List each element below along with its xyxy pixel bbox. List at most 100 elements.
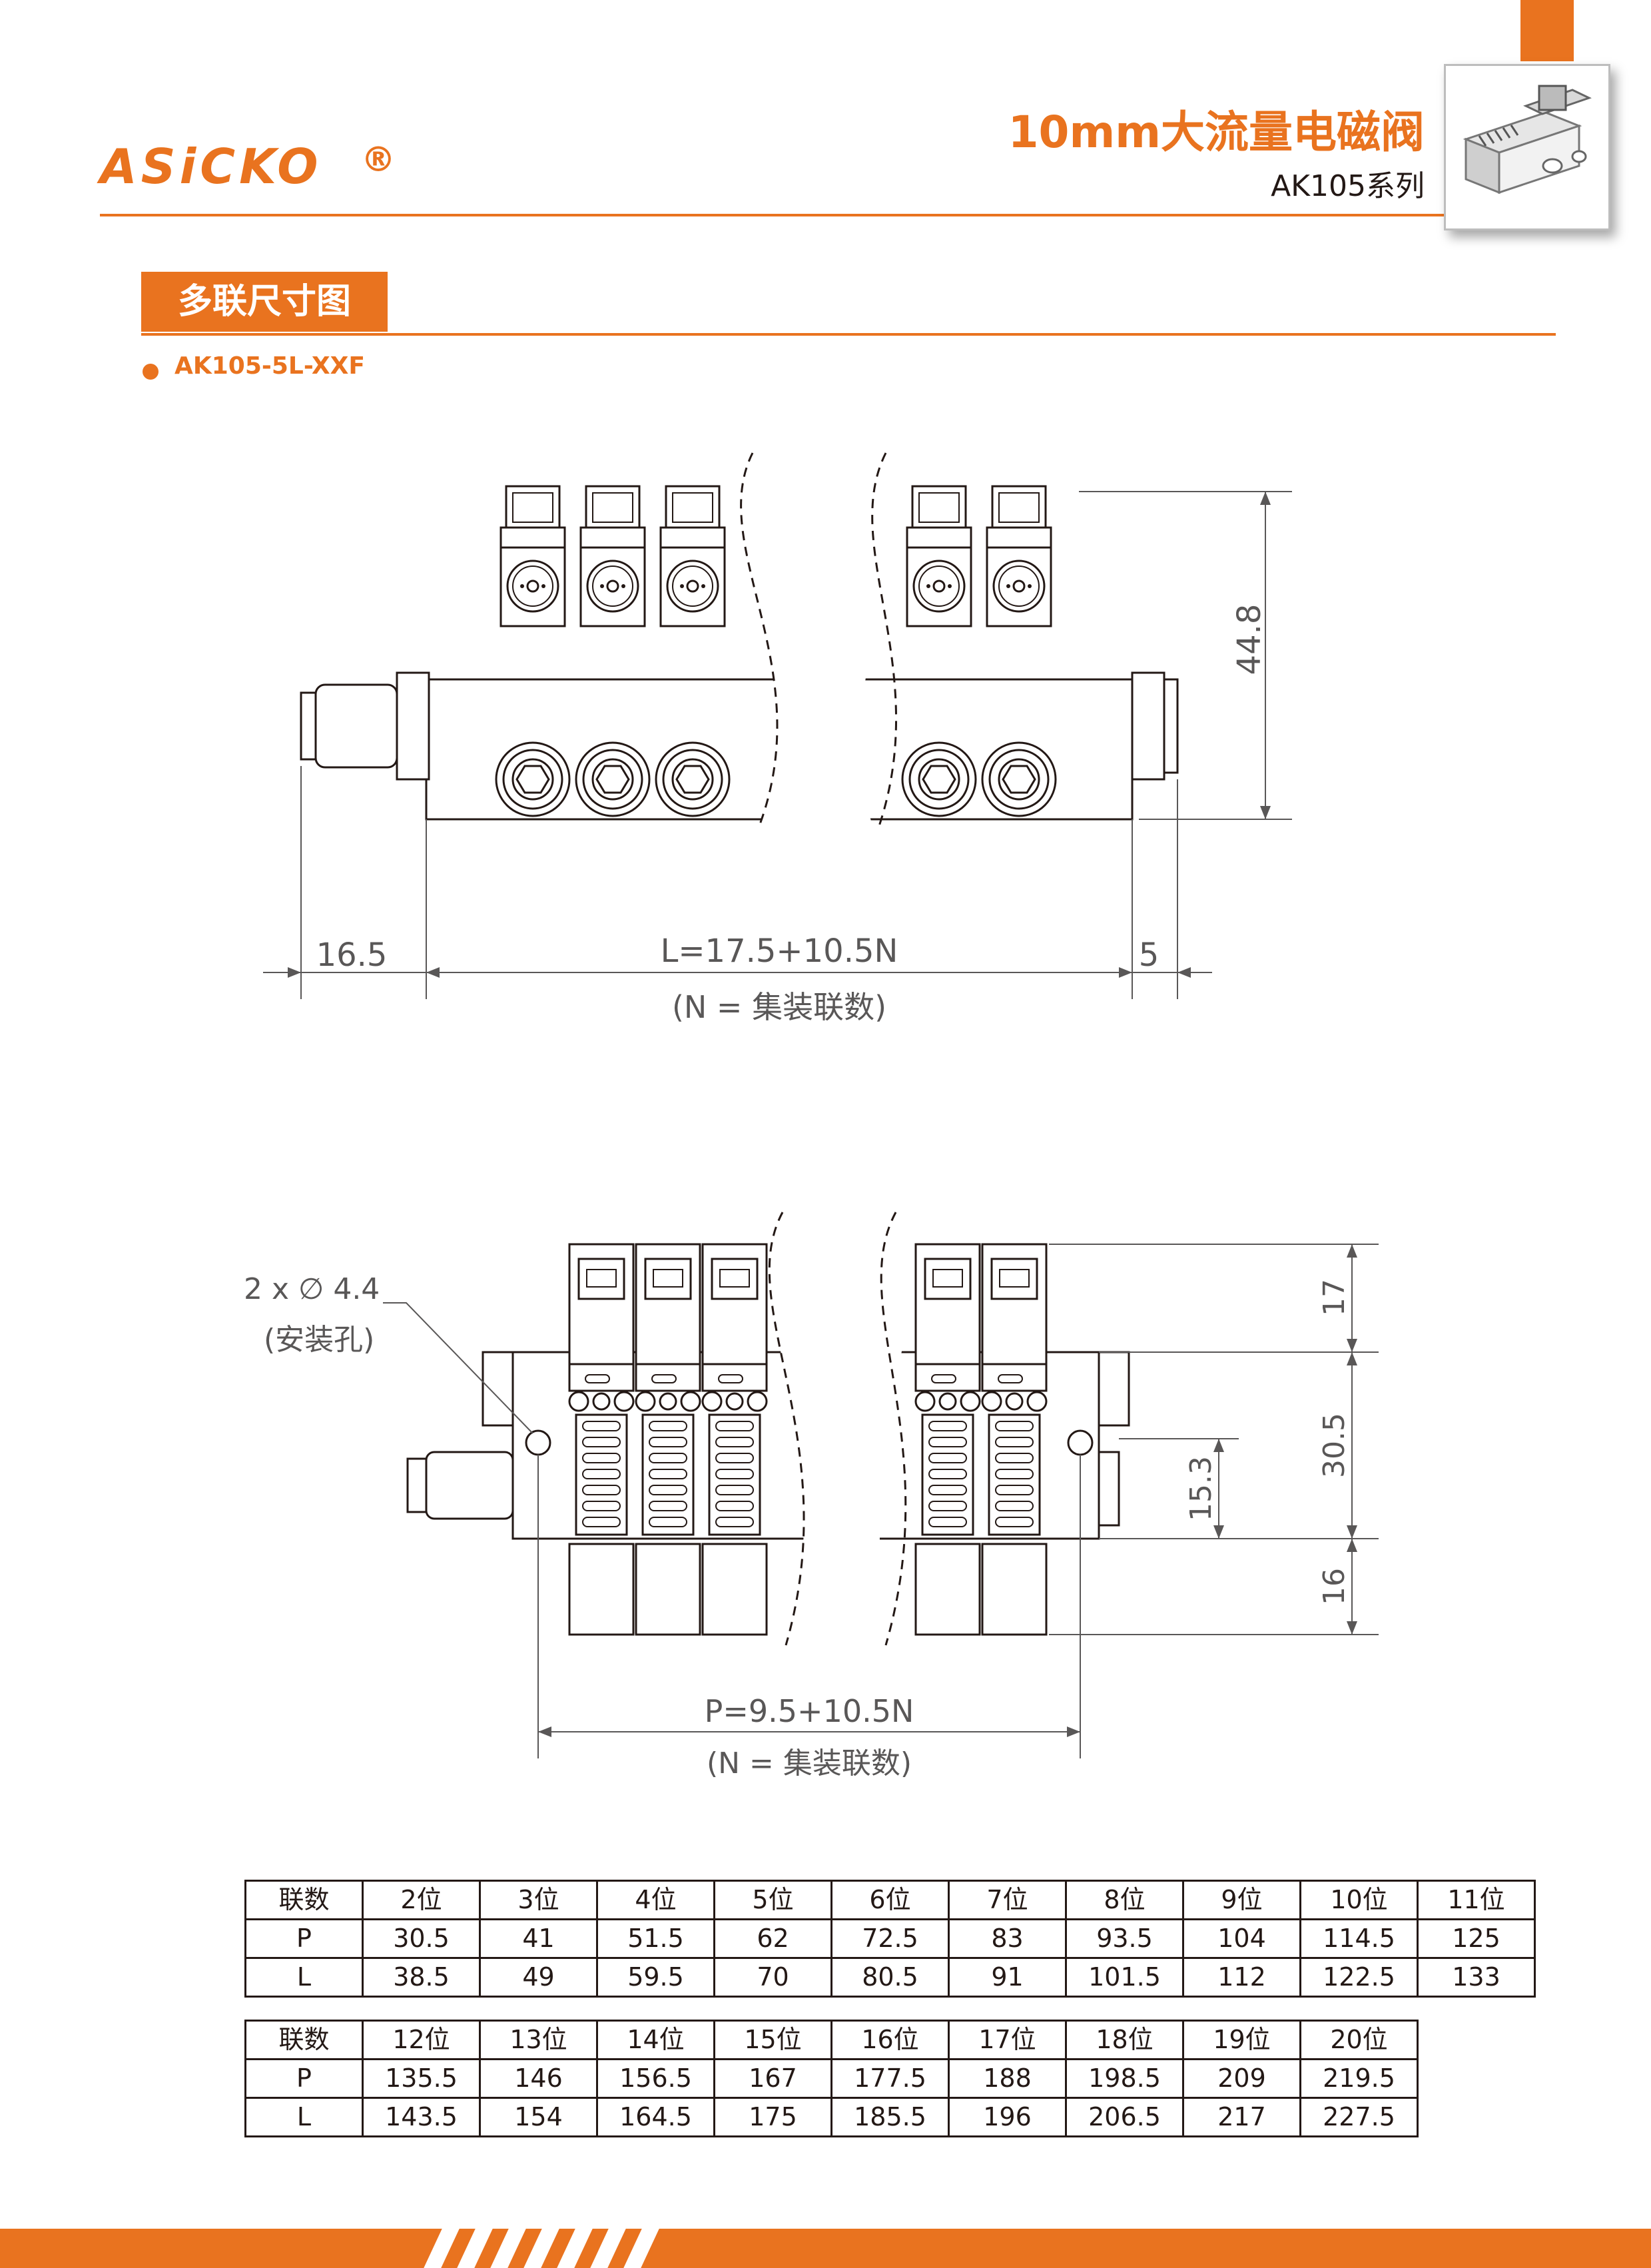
section-title: 多联尺寸图 (141, 272, 388, 332)
table-row: L 143.5 154 164.5 175 185.5 196 206.5 21… (244, 2097, 1419, 2137)
table-cell: 217 (1182, 2097, 1301, 2137)
table-cell: 198.5 (1065, 2058, 1184, 2099)
dimension-drawings: 44.8 16.5 L=17.5+10.5N (N = 集装联数) 5 (244, 452, 1379, 1780)
table-cell: 188 (948, 2058, 1067, 2099)
table-cell: 143.5 (362, 2097, 481, 2137)
page-title: 10mm大流量电磁阀 (1008, 107, 1425, 158)
length-formula: L=17.5+10.5N (661, 933, 898, 970)
spec-table-1: 联数 2位 3位 4位 5位 6位 7位 8位 9位 10位 11位 P 30.… (244, 1880, 1536, 1998)
table-cell: 51.5 (596, 1918, 715, 1959)
brand-logo: ASiCKO (100, 139, 322, 194)
table-row: 联数 12位 13位 14位 15位 16位 17位 18位 19位 20位 (244, 2020, 1419, 2060)
model-number: AK105-5L-XXF (174, 352, 365, 380)
left-offset-dimension: 16.5 (316, 937, 388, 974)
table-cell: 5位 (713, 1880, 832, 1920)
table-cell: 18位 (1065, 2020, 1184, 2060)
hole-offset-dimension: 15.3 (1184, 1456, 1218, 1521)
table-cell: 80.5 (830, 1957, 950, 1998)
table-cell: 164.5 (596, 2097, 715, 2137)
table-cell: L (244, 2097, 364, 2137)
table-cell: 104 (1182, 1918, 1301, 1959)
height-dimension: 44.8 (1231, 604, 1268, 675)
table-cell: 62 (713, 1918, 832, 1959)
table-cell: 49 (479, 1957, 598, 1998)
table-row: L 38.5 49 59.5 70 80.5 91 101.5 112 122.… (244, 1957, 1536, 1998)
mounting-hole-note: (安装孔) (264, 1323, 374, 1357)
table-cell: 7位 (948, 1880, 1067, 1920)
bottom-height-dimension: 16 (1317, 1568, 1351, 1605)
table-cell: 83 (948, 1918, 1067, 1959)
table-cell: 14位 (596, 2020, 715, 2060)
mounting-hole-label: 2 x ∅ 4.4 (244, 1272, 380, 1306)
table-row: 联数 2位 3位 4位 5位 6位 7位 8位 9位 10位 11位 (244, 1880, 1536, 1920)
table-cell: 19位 (1182, 2020, 1301, 2060)
table-cell: P (244, 1918, 364, 1959)
table-cell: L (244, 1957, 364, 1998)
table-row: P 30.5 41 51.5 62 72.5 83 93.5 104 114.5… (244, 1918, 1536, 1959)
table-cell: 125 (1417, 1918, 1536, 1959)
table-cell: 185.5 (830, 2097, 950, 2137)
series-label: AK105系列 (1271, 169, 1425, 203)
section-divider (141, 333, 1556, 336)
top-height-dimension: 17 (1317, 1279, 1351, 1316)
table-cell: 93.5 (1065, 1918, 1184, 1959)
table-cell: 16位 (830, 2020, 950, 2060)
table-cell: 167 (713, 2058, 832, 2099)
table-cell: 135.5 (362, 2058, 481, 2099)
header-divider (100, 214, 1558, 216)
table-cell: 209 (1182, 2058, 1301, 2099)
table-row: P 135.5 146 156.5 167 177.5 188 198.5 20… (244, 2058, 1419, 2099)
table-cell: 联数 (244, 2020, 364, 2060)
body-width-dimension: 30.5 (1317, 1413, 1351, 1478)
table-cell: 9位 (1182, 1880, 1301, 1920)
table-cell: 196 (948, 2097, 1067, 2137)
table-cell: 101.5 (1065, 1957, 1184, 1998)
table-cell: 177.5 (830, 2058, 950, 2099)
table-cell: P (244, 2058, 364, 2099)
table-cell: 59.5 (596, 1957, 715, 1998)
table-cell: 15位 (713, 2020, 832, 2060)
table-cell: 227.5 (1299, 2097, 1419, 2137)
table-cell: 13位 (479, 2020, 598, 2060)
footer-bar (0, 2229, 1651, 2268)
table-cell: 72.5 (830, 1918, 950, 1959)
table-cell: 133 (1417, 1957, 1536, 1998)
table-cell: 219.5 (1299, 2058, 1419, 2099)
table-cell: 112 (1182, 1957, 1301, 1998)
table-cell: 11位 (1417, 1880, 1536, 1920)
solenoid-valve-image (1463, 85, 1592, 194)
table-cell: 41 (479, 1918, 598, 1959)
table-cell: 8位 (1065, 1880, 1184, 1920)
spec-table-2: 联数 12位 13位 14位 15位 16位 17位 18位 19位 20位 P… (244, 2020, 1419, 2137)
registered-mark: ® (361, 140, 396, 180)
table-cell: 154 (479, 2097, 598, 2137)
table-cell: 10位 (1299, 1880, 1419, 1920)
table-cell: 20位 (1299, 2020, 1419, 2060)
table-cell: 3位 (479, 1880, 598, 1920)
table-cell: 70 (713, 1957, 832, 1998)
pitch-note: (N = 集装联数) (707, 1746, 912, 1780)
top-view (383, 1212, 1379, 1758)
pitch-formula: P=9.5+10.5N (705, 1693, 914, 1729)
length-note: (N = 集装联数) (672, 989, 886, 1025)
table-cell: 114.5 (1299, 1918, 1419, 1959)
bullet-dot (143, 364, 159, 380)
corner-tab (1520, 0, 1574, 61)
table-cell: 146 (479, 2058, 598, 2099)
table-cell: 12位 (362, 2020, 481, 2060)
table-cell: 91 (948, 1957, 1067, 1998)
front-view (263, 452, 1292, 999)
table-cell: 联数 (244, 1880, 364, 1920)
table-cell: 122.5 (1299, 1957, 1419, 1998)
table-cell: 30.5 (362, 1918, 481, 1959)
table-cell: 2位 (362, 1880, 481, 1920)
table-cell: 156.5 (596, 2058, 715, 2099)
product-thumbnail (1444, 64, 1610, 230)
table-cell: 4位 (596, 1880, 715, 1920)
table-cell: 175 (713, 2097, 832, 2137)
table-cell: 6位 (830, 1880, 950, 1920)
table-cell: 17位 (948, 2020, 1067, 2060)
right-offset-dimension: 5 (1139, 937, 1159, 974)
table-cell: 206.5 (1065, 2097, 1184, 2137)
table-cell: 38.5 (362, 1957, 481, 1998)
